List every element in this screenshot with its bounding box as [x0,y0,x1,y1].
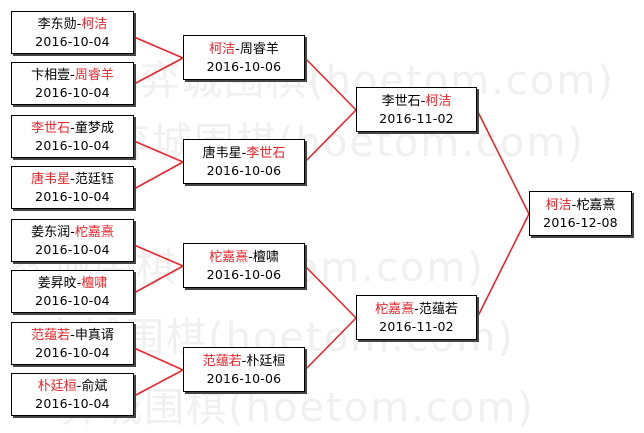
connector-line [133,244,184,267]
match-box-final: 柯洁-柁嘉熹 2016-12-08 [529,191,632,236]
match-players: 姜东润-柁嘉熹 [31,224,114,240]
match-date: 2016-12-08 [543,214,618,230]
match-date: 2016-10-04 [35,33,110,49]
match-date: 2016-10-04 [35,137,110,153]
match-box-r2m1: 柯洁-周睿羊 2016-10-06 [183,35,305,80]
match-box-r1m5: 姜东润-柁嘉熹 2016-10-04 [11,219,134,262]
connector-line [304,57,357,111]
match-date: 2016-10-06 [206,162,282,178]
match-date: 2016-10-04 [35,241,110,257]
match-players: 柯洁-周睿羊 [209,41,279,57]
match-box-r2m4: 范蕴若-朴廷桓 2016-10-06 [183,347,305,392]
connector-line [133,140,184,163]
match-box-r1m7: 范蕴若-申真谞 2016-10-04 [11,322,134,365]
match-box-r3m1: 李世石-柯洁 2016-11-02 [356,87,477,132]
match-players: 柁嘉熹-范蕴若 [375,301,458,317]
match-date: 2016-10-04 [35,292,110,308]
connector-line [476,213,530,319]
match-players: 范蕴若-朴廷桓 [202,353,286,369]
match-box-r1m3: 李世石-童梦成 2016-10-04 [11,115,134,158]
match-box-r1m4: 唐韦星-范廷钰 2016-10-04 [11,166,134,209]
connector-line [133,347,184,371]
match-box-r2m2: 唐韦星-李世石 2016-10-06 [183,139,305,184]
connector-line [133,36,184,59]
connector-line [133,369,184,397]
match-date: 2016-10-06 [206,58,282,74]
match-box-r1m1: 李东勋-柯洁 2016-10-04 [11,11,134,54]
match-date: 2016-11-02 [379,318,454,334]
connector-line [304,109,357,163]
match-box-r2m3: 柁嘉熹-檀啸 2016-10-06 [183,243,305,288]
connector-line [133,161,184,190]
match-players: 李世石-柯洁 [381,93,452,109]
match-date: 2016-10-04 [35,84,110,100]
match-players: 唐韦星-范廷钰 [31,171,114,187]
match-players: 柁嘉熹-檀啸 [209,249,279,265]
connector-line [304,317,357,371]
match-date: 2016-10-06 [206,266,282,282]
connector-line [133,57,184,85]
connector-line [304,265,357,319]
match-box-r1m6: 姜昇旼-檀啸 2016-10-04 [11,270,134,313]
match-date: 2016-10-04 [35,188,110,204]
match-players: 范蕴若-申真谞 [31,327,114,343]
match-players: 柯洁-柁嘉熹 [545,197,616,213]
match-date: 2016-10-06 [206,370,282,386]
match-players: 李东勋-柯洁 [37,16,108,32]
match-players: 卞相壹-周睿羊 [31,67,114,83]
match-date: 2016-10-04 [35,395,110,411]
connector-line [476,109,530,215]
match-players: 姜昇旼-檀啸 [37,275,108,291]
match-box-r1m8: 朴廷桓-俞斌 2016-10-04 [11,373,134,416]
match-date: 2016-10-04 [35,344,110,360]
connector-line [133,265,184,294]
match-box-r3m2: 柁嘉熹-范蕴若 2016-11-02 [356,295,477,340]
match-date: 2016-11-02 [379,110,454,126]
match-players: 李世石-童梦成 [31,120,114,136]
match-box-r1m2: 卞相壹-周睿羊 2016-10-04 [11,62,134,105]
match-players: 唐韦星-李世石 [202,145,286,161]
match-players: 朴廷桓-俞斌 [37,378,108,394]
